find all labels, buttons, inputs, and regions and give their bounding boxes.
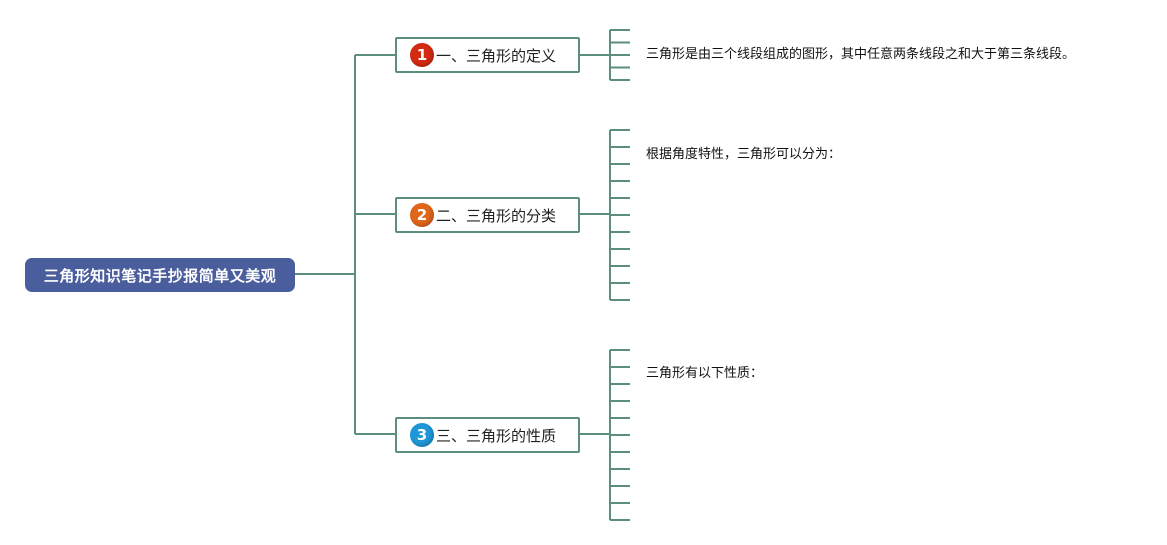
- badge-3: 3: [410, 423, 434, 447]
- badge-2: 2: [410, 203, 434, 227]
- leaf-definition-text[interactable]: 三角形是由三个线段组成的图形，其中任意两条线段之和大于第三条线段。: [646, 47, 1076, 62]
- badge-1: 1: [410, 43, 434, 67]
- branch-definition-label: 一、三角形的定义: [436, 46, 557, 65]
- root-topic[interactable]: 三角形知识笔记手抄报简单又美观: [25, 258, 295, 292]
- leaf-properties-text[interactable]: 三角形有以下性质：: [646, 366, 764, 381]
- branch-properties[interactable]: 3 三、三角形的性质: [395, 417, 580, 453]
- branch-classification-label: 二、三角形的分类: [436, 206, 557, 225]
- branch-properties-label: 三、三角形的性质: [436, 426, 557, 445]
- root-topic-label: 三角形知识笔记手抄报简单又美观: [43, 266, 277, 285]
- branch-classification[interactable]: 2 二、三角形的分类: [395, 197, 580, 233]
- branch-definition[interactable]: 1 一、三角形的定义: [395, 37, 580, 73]
- leaf-classification-text[interactable]: 根据角度特性，三角形可以分为：: [646, 147, 842, 162]
